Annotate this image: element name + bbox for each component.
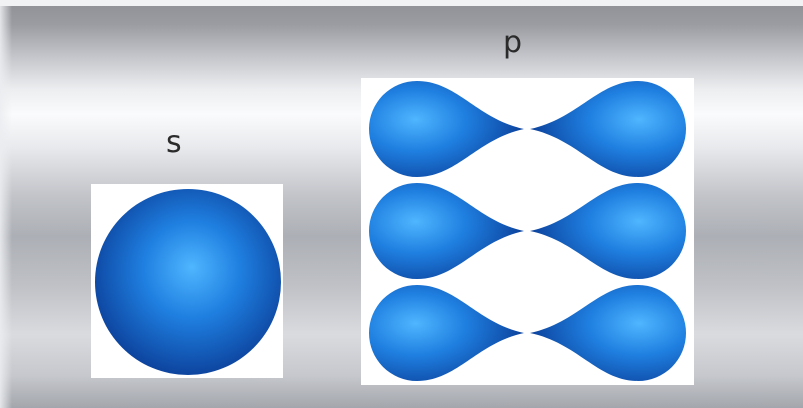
p-orbital-lobe-right xyxy=(530,81,686,177)
s-orbital-panel xyxy=(91,184,283,378)
p-orbital-graphic xyxy=(369,81,686,381)
p-orbital-lobe-left xyxy=(369,183,524,279)
s-orbital-label: s xyxy=(166,125,182,160)
p-orbital-dumbbell xyxy=(369,81,686,177)
p-orbital-lobe-left xyxy=(369,81,524,177)
p-orbital-dumbbell xyxy=(369,285,686,381)
p-orbital-dumbbell xyxy=(369,183,686,279)
p-orbital-panel xyxy=(361,78,694,385)
p-orbital-label: p xyxy=(503,25,523,60)
p-orbital-lobe-right xyxy=(530,285,686,381)
s-orbital-graphic xyxy=(95,189,281,375)
p-orbital-lobe-right xyxy=(530,183,686,279)
s-orbital-sphere xyxy=(95,189,281,375)
p-orbital-lobe-left xyxy=(369,285,524,381)
